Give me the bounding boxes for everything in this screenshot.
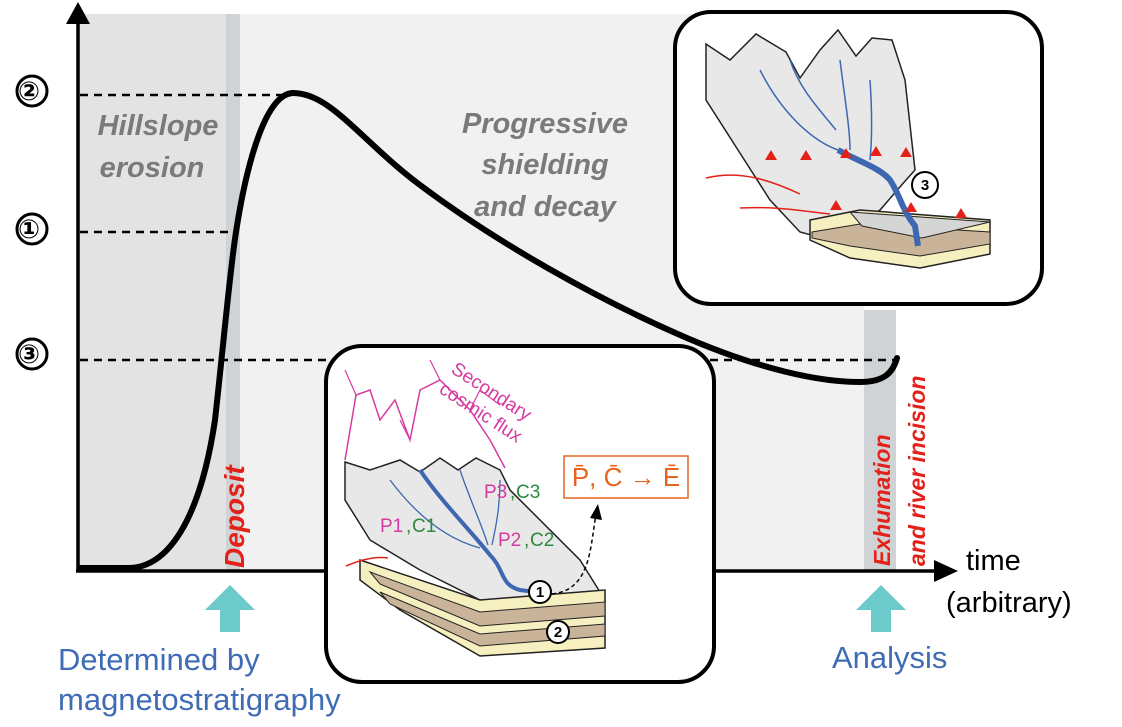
x-axis-label-line2: (arbitrary) xyxy=(946,587,1072,619)
level-1-label: ① xyxy=(18,215,40,245)
inset-top-marker-3: 3 xyxy=(921,177,929,194)
analysis-note: Analysis xyxy=(832,640,947,675)
level-3-label: ③ xyxy=(18,340,40,370)
shielding-label-line3: and decay xyxy=(474,191,618,223)
deposit-up-arrow xyxy=(205,585,255,632)
concentration-curve xyxy=(77,89,900,571)
p2-label: P2 xyxy=(498,530,521,551)
y-axis-arrowhead xyxy=(66,2,90,24)
level-3-circle xyxy=(15,337,49,371)
deposit-marker-band xyxy=(226,14,240,570)
c3-label: C3 xyxy=(516,482,540,503)
inset-exhumation: 3 xyxy=(673,10,1044,306)
x-axis-label-line1: time xyxy=(966,545,1021,577)
hillslope-label-line2: erosion xyxy=(100,152,205,184)
x-axis-arrowhead xyxy=(934,560,958,582)
deposit-note-line2: magnetostratigraphy xyxy=(58,682,341,717)
deposit-note-line1: Determined by xyxy=(58,642,260,677)
inset-marker-1: 1 xyxy=(536,584,544,601)
deposit-label: Deposit xyxy=(219,464,250,568)
exhumation-phase-band xyxy=(864,310,896,570)
hillslope-phase-band xyxy=(79,14,238,570)
level-2-label: ② xyxy=(18,77,40,107)
level-1-circle xyxy=(15,212,49,246)
p1-label: P1 xyxy=(380,516,403,537)
analysis-up-arrow xyxy=(856,585,906,632)
p1-sep: , xyxy=(406,516,411,537)
inset-marker-2: 2 xyxy=(554,624,562,641)
p2-sep: , xyxy=(524,530,529,551)
shielding-label-line2: shielding xyxy=(481,149,609,181)
exhumation-label-line2: and river incision xyxy=(904,376,930,566)
shielding-label-line1: Progressive xyxy=(462,108,628,140)
inset-deposit: Secondary cosmic flux P1 , C1 P2 , C2 P3… xyxy=(324,344,716,684)
hillslope-label-line1: Hillslope xyxy=(98,110,219,142)
p3-sep: , xyxy=(510,482,515,503)
level-2-circle xyxy=(15,74,49,108)
equation-box xyxy=(563,455,689,499)
c1-label: C1 xyxy=(412,516,436,537)
p3-label: P3 xyxy=(484,482,507,503)
equation: P̄, C̄ → Ē xyxy=(572,462,680,492)
exhumation-label-line1: Exhumation xyxy=(869,434,895,566)
c2-label: C2 xyxy=(530,530,554,551)
